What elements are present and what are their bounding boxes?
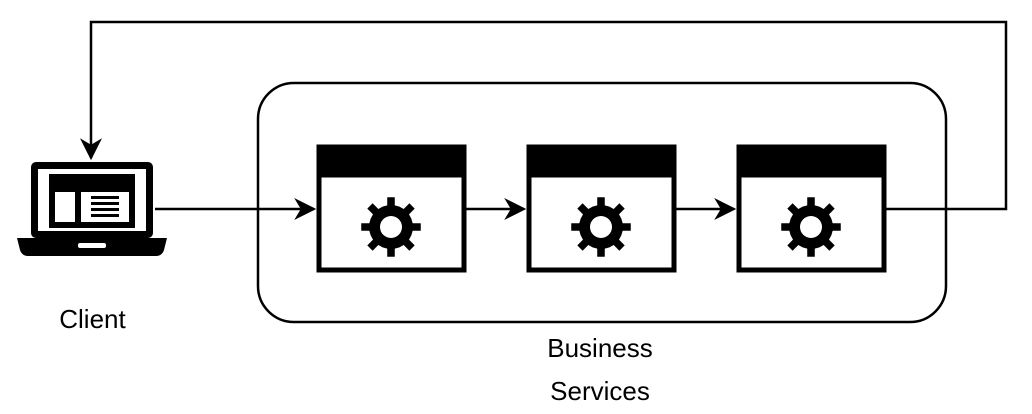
client-label: Client [20,298,165,341]
business-services-container [256,81,948,324]
client-label-text: Client [59,304,126,334]
connector-service-3-to-client [80,20,1008,211]
gear-icon [781,197,841,257]
business-services-label: Business Services [470,327,730,413]
service-box-2 [526,144,677,273]
service-box-1 [316,144,467,273]
business-services-label-line1: Business [547,333,653,363]
gear-icon [571,197,631,257]
service-box-3 [736,144,887,273]
business-services-label-line2: Services [550,376,650,406]
laptop-icon [17,162,167,256]
gear-icon [361,197,421,257]
